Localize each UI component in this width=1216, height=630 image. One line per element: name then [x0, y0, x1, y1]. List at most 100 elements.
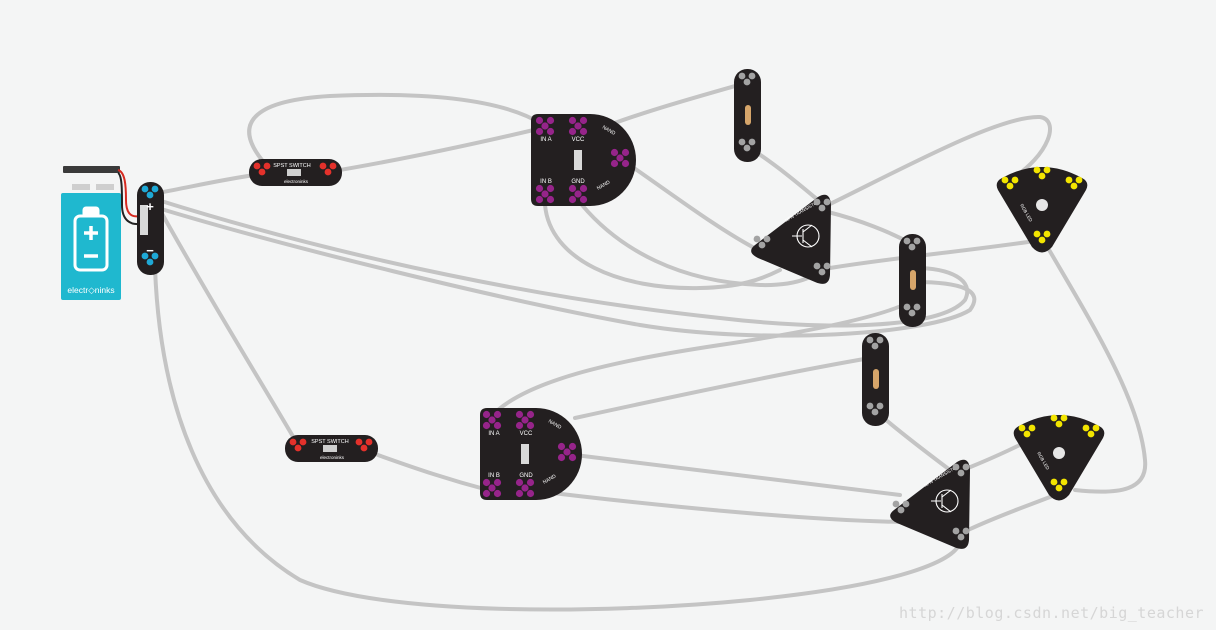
- connection-pad[interactable]: [903, 237, 911, 245]
- connection-pad[interactable]: [546, 127, 555, 136]
- wire[interactable]: [884, 418, 952, 472]
- connection-pad[interactable]: [360, 444, 368, 452]
- connection-pad[interactable]: [488, 416, 496, 424]
- connection-pad[interactable]: [258, 168, 266, 176]
- rgb-led-board[interactable]: RGB LED: [996, 166, 1088, 253]
- connection-pad[interactable]: [294, 444, 302, 452]
- wire[interactable]: [156, 172, 264, 195]
- connection-pad[interactable]: [738, 72, 746, 80]
- connection-pad[interactable]: [493, 478, 502, 487]
- connection-pad[interactable]: [871, 342, 879, 350]
- connection-pad[interactable]: [758, 241, 766, 249]
- battery[interactable]: electr◇ninks: [61, 166, 141, 300]
- wire[interactable]: [573, 453, 902, 497]
- connection-pad[interactable]: [1033, 230, 1041, 238]
- connection-pad[interactable]: [579, 195, 588, 204]
- connection-pad[interactable]: [957, 533, 965, 541]
- connection-pad[interactable]: [823, 262, 831, 270]
- connection-pad[interactable]: [1028, 424, 1036, 432]
- wire[interactable]: [632, 166, 760, 252]
- connection-pad[interactable]: [493, 421, 502, 430]
- connection-pad[interactable]: [908, 243, 916, 251]
- connection-pad[interactable]: [866, 402, 874, 410]
- connection-pad[interactable]: [535, 127, 544, 136]
- connection-pad[interactable]: [763, 235, 771, 243]
- connection-pad[interactable]: [329, 162, 337, 170]
- wire[interactable]: [543, 203, 782, 291]
- connection-pad[interactable]: [568, 453, 577, 462]
- connection-pad[interactable]: [1092, 424, 1100, 432]
- connection-pad[interactable]: [482, 421, 491, 430]
- wire[interactable]: [610, 82, 744, 126]
- connection-pad[interactable]: [743, 78, 751, 86]
- connection-pad[interactable]: [546, 195, 555, 204]
- connection-pad[interactable]: [1060, 478, 1068, 486]
- wire[interactable]: [826, 210, 914, 246]
- connection-pad[interactable]: [535, 116, 544, 125]
- connection-pad[interactable]: [753, 235, 761, 243]
- battery-connector-board[interactable]: + −: [137, 182, 164, 275]
- wire[interactable]: [826, 114, 1052, 207]
- connection-pad[interactable]: [738, 138, 746, 146]
- connection-pad[interactable]: [299, 438, 307, 446]
- connection-pad[interactable]: [146, 258, 154, 266]
- wire[interactable]: [966, 493, 1057, 532]
- transistor-board[interactable]: NPN TRANSISTOR: [751, 194, 831, 284]
- connection-pad[interactable]: [541, 122, 549, 130]
- connection-pad[interactable]: [813, 198, 821, 206]
- connection-pad[interactable]: [610, 159, 619, 168]
- nand-gate-board[interactable]: IN A VCC IN B GND NAND NAND: [531, 114, 636, 206]
- connection-pad[interactable]: [1082, 424, 1090, 432]
- connection-pad[interactable]: [1050, 478, 1058, 486]
- wire[interactable]: [486, 293, 922, 422]
- connection-pad[interactable]: [1043, 166, 1051, 174]
- connection-pad[interactable]: [1038, 236, 1046, 244]
- wire[interactable]: [156, 206, 977, 338]
- resistor-board[interactable]: [862, 333, 889, 426]
- connection-pad[interactable]: [871, 408, 879, 416]
- connection-pad[interactable]: [557, 453, 566, 462]
- connection-pad[interactable]: [1075, 176, 1083, 184]
- connection-pad[interactable]: [141, 252, 149, 260]
- connection-pad[interactable]: [515, 410, 524, 419]
- connection-pad[interactable]: [579, 127, 588, 136]
- wire[interactable]: [156, 198, 969, 328]
- connection-pad[interactable]: [1055, 420, 1063, 428]
- switch-board[interactable]: SPST SWITCH electroninks: [249, 159, 342, 186]
- connection-pad[interactable]: [957, 469, 965, 477]
- connection-pad[interactable]: [748, 138, 756, 146]
- wire[interactable]: [573, 356, 872, 420]
- connection-pad[interactable]: [263, 162, 271, 170]
- connection-pad[interactable]: [818, 268, 826, 276]
- wire[interactable]: [376, 453, 490, 492]
- connection-pad[interactable]: [568, 195, 577, 204]
- connection-pad[interactable]: [913, 237, 921, 245]
- connection-pad[interactable]: [482, 410, 491, 419]
- connection-pad[interactable]: [1087, 430, 1095, 438]
- connection-pad[interactable]: [1011, 176, 1019, 184]
- connection-pad[interactable]: [1033, 166, 1041, 174]
- connection-pad[interactable]: [823, 198, 831, 206]
- connection-pad[interactable]: [876, 402, 884, 410]
- connection-pad[interactable]: [535, 184, 544, 193]
- nand-gate-board[interactable]: IN A VCC IN B GND NAND NAND: [480, 408, 582, 500]
- connection-pad[interactable]: [1050, 414, 1058, 422]
- connection-pad[interactable]: [355, 438, 363, 446]
- connection-pad[interactable]: [902, 500, 910, 508]
- connection-pad[interactable]: [818, 204, 826, 212]
- connection-pad[interactable]: [1055, 484, 1063, 492]
- connection-pad[interactable]: [324, 168, 332, 176]
- connection-pad[interactable]: [903, 303, 911, 311]
- connection-pad[interactable]: [319, 162, 327, 170]
- connection-pad[interactable]: [892, 500, 900, 508]
- connection-pad[interactable]: [526, 489, 535, 498]
- wire[interactable]: [326, 126, 544, 174]
- connection-pad[interactable]: [482, 478, 491, 487]
- connection-pad[interactable]: [546, 116, 555, 125]
- wire[interactable]: [158, 208, 300, 447]
- connection-pad[interactable]: [546, 184, 555, 193]
- connection-pad[interactable]: [141, 185, 149, 193]
- wire[interactable]: [828, 238, 1044, 270]
- connection-pad[interactable]: [526, 421, 535, 430]
- connection-pad[interactable]: [526, 478, 535, 487]
